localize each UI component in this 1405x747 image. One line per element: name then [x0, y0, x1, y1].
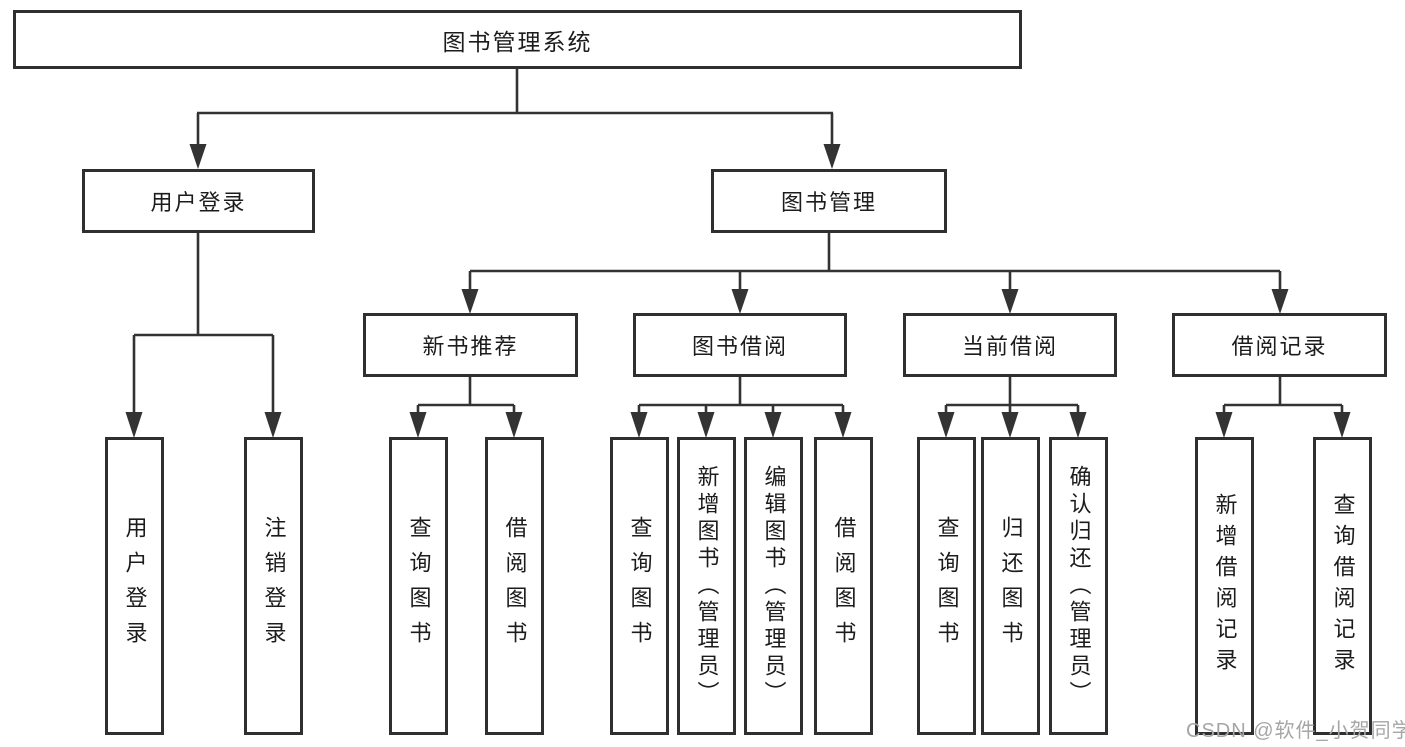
leaf-cb-query-books-label: 查询图书: [934, 516, 960, 656]
leaf-cb-return-books: 归还图书: [981, 437, 1040, 735]
node-user-login-label: 用户登录: [150, 190, 247, 215]
node-borrow-records-label: 借阅记录: [1231, 334, 1328, 359]
node-book-management: 图书管理: [711, 169, 947, 233]
arrowheads-new-book-rec-leaves: [409, 412, 523, 438]
arrowheads-borrow-records-leaves: [1215, 412, 1351, 438]
connector-new-book-rec-to-leaves: [416, 377, 516, 413]
arrowheads-current-borrow-leaves: [937, 412, 1087, 438]
arrowheads-level3: [461, 289, 1289, 314]
leaf-bb-add-books-admin: 新增图书（管理员）: [677, 437, 736, 735]
leaf-logout: 注销登录: [244, 437, 303, 735]
node-user-login: 用户登录: [82, 169, 315, 233]
node-current-borrow: 当前借阅: [903, 313, 1117, 377]
leaf-bb-borrow-books-label: 借阅图书: [831, 516, 857, 656]
leaf-bb-edit-books-admin-label: 编辑图书（管理员）: [761, 464, 787, 708]
connector-user-login-to-leaves: [132, 232, 275, 413]
connector-book-borrow-to-leaves: [637, 377, 845, 413]
leaf-bb-query-books: 查询图书: [610, 437, 669, 735]
leaf-bb-query-books-label: 查询图书: [627, 516, 653, 656]
leaf-cb-return-books-label: 归还图书: [998, 516, 1024, 656]
leaf-br-query-record-label: 查询借阅记录: [1330, 493, 1356, 679]
leaf-cb-confirm-return-admin: 确认归还（管理员）: [1049, 437, 1108, 735]
connector-borrow-records-to-leaves: [1222, 377, 1344, 413]
connector-root-to-level2: [196, 68, 834, 146]
leaf-br-add-record-label: 新增借阅记录: [1212, 493, 1238, 679]
connector-current-borrow-to-leaves: [944, 377, 1080, 413]
node-root-library-system: 图书管理系统: [13, 10, 1022, 69]
node-book-borrow-label: 图书借阅: [691, 334, 788, 359]
watermark: CSDN @软件_小贺同学: [1186, 720, 1405, 742]
leaf-user-login-label: 用户登录: [122, 516, 148, 656]
leaf-bb-add-books-admin-label: 新增图书（管理员）: [694, 464, 720, 708]
node-new-book-recommend-label: 新书推荐: [422, 334, 519, 359]
arrowheads-user-login-leaves: [125, 412, 282, 438]
node-borrow-records: 借阅记录: [1172, 313, 1387, 377]
leaf-nbr-query-books: 查询图书: [389, 437, 448, 735]
leaf-nbr-query-books-label: 查询图书: [406, 516, 432, 656]
leaf-cb-query-books: 查询图书: [917, 437, 976, 735]
leaf-nbr-borrow-books: 借阅图书: [485, 437, 544, 735]
leaf-user-login: 用户登录: [105, 437, 164, 735]
node-root-label: 图书管理系统: [442, 28, 593, 55]
leaf-nbr-borrow-books-label: 借阅图书: [502, 516, 528, 656]
node-new-book-recommend: 新书推荐: [363, 313, 578, 377]
leaf-bb-edit-books-admin: 编辑图书（管理员）: [744, 437, 803, 735]
leaf-bb-borrow-books: 借阅图书: [814, 437, 873, 735]
node-book-borrow: 图书借阅: [633, 313, 847, 377]
leaf-br-add-record: 新增借阅记录: [1195, 437, 1254, 735]
leaf-br-query-record: 查询借阅记录: [1313, 437, 1372, 735]
leaf-cb-confirm-return-admin-label: 确认归还（管理员）: [1066, 464, 1092, 708]
arrowheads-book-borrow-leaves: [630, 412, 852, 438]
connector-book-mgmt-to-level3: [468, 232, 1282, 289]
leaf-logout-label: 注销登录: [261, 516, 287, 656]
arrowheads-level2: [189, 144, 841, 169]
node-current-borrow-label: 当前借阅: [961, 334, 1058, 359]
node-book-management-label: 图书管理: [780, 190, 877, 215]
